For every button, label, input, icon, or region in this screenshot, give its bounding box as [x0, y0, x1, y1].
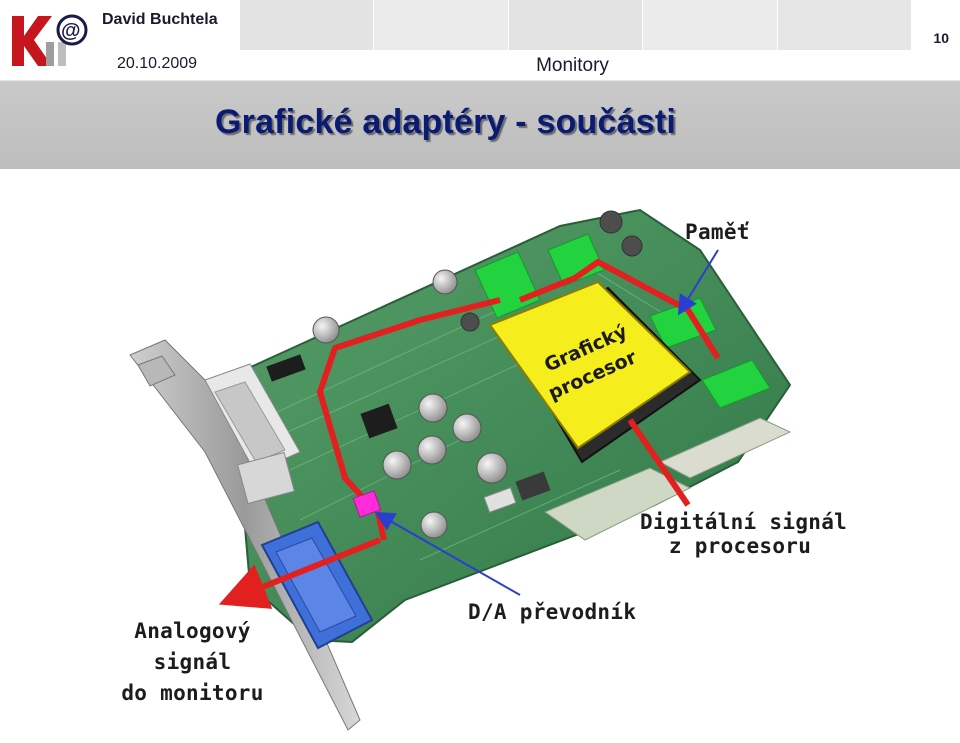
digital-signal-annotation: Digitální signál z procesoru	[640, 510, 848, 558]
header-bar-segment	[777, 0, 913, 50]
small-components	[266, 354, 551, 513]
dvi-connector	[204, 363, 301, 473]
digital-signal-line2: z procesoru	[668, 534, 812, 558]
ki-logo: @	[8, 8, 100, 70]
pointer-lines	[374, 249, 719, 596]
memory-chips	[474, 233, 771, 409]
presentation-date: 20.10.2009	[117, 55, 198, 72]
analog-signal-line2: signál	[153, 650, 232, 674]
slide-topic: Monitory	[536, 55, 609, 76]
slide-title: Grafické adaptéry - součásti	[215, 103, 677, 141]
author-name: David Buchtela	[102, 11, 218, 28]
vga-connector	[260, 520, 374, 650]
analog-signal-annotation: Analogový signál do monitoru	[100, 616, 285, 709]
dac-chip	[352, 490, 382, 518]
graphics-card-figure: Grafický procesor Paměť Digitální signál…	[0, 168, 960, 738]
metal-bracket	[129, 339, 361, 731]
signal-path	[218, 259, 721, 609]
analog-signal-line3: do monitoru	[121, 681, 264, 705]
title-band: Grafické adaptéry - součásti	[0, 80, 960, 169]
capacitors	[312, 210, 643, 539]
header-bar-segment	[240, 0, 375, 50]
analog-signal-line1: Analogový	[134, 619, 251, 643]
svideo-connector	[237, 451, 295, 505]
logo-at-symbol: @	[61, 20, 81, 42]
header-bar-segment	[643, 0, 778, 50]
page-number: 10	[933, 30, 949, 46]
gpu-chip: Grafický procesor	[488, 280, 702, 464]
header-bar-segment	[374, 0, 509, 50]
header-decorative-bar	[240, 0, 913, 50]
edge-connector	[543, 417, 792, 541]
digital-signal-line1: Digitální signál	[640, 510, 848, 534]
graphics-card-illustration: Grafický procesor	[129, 208, 792, 731]
dac-annotation: D/A převodník	[468, 600, 637, 624]
header-bar-segment	[508, 0, 644, 50]
memory-annotation: Paměť	[685, 220, 750, 244]
